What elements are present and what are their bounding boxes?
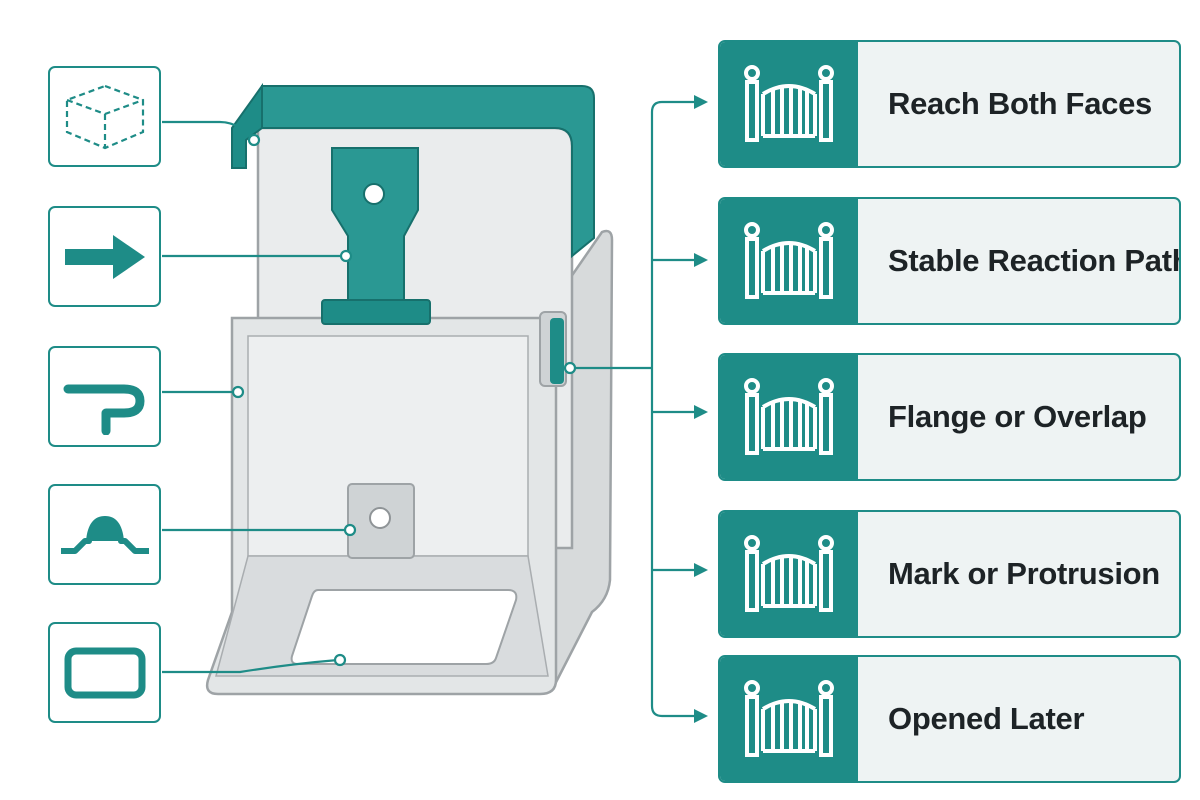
card-label: Reach Both Faces <box>888 86 1152 121</box>
card-label: Flange or Overlap <box>888 399 1147 434</box>
rectangle-opening-icon <box>48 622 161 723</box>
card-mark-or-protrusion: Mark or Protrusion <box>718 510 1181 638</box>
right-connector-arrowheads <box>694 95 708 723</box>
card-label: Stable Reaction Path <box>888 243 1181 278</box>
top-cap <box>231 82 595 259</box>
gate-icon <box>720 199 858 323</box>
gate-icon <box>720 512 858 636</box>
card-stable-reaction-path: Stable Reaction Path <box>718 197 1181 325</box>
card-flange-or-overlap: Flange or Overlap <box>718 353 1181 481</box>
card-reach-both-faces: Reach Both Faces <box>718 40 1181 168</box>
gate-icon <box>720 657 858 781</box>
left-callout-dots <box>231 133 357 667</box>
flange-profile-icon <box>48 346 161 447</box>
dashed-box-icon <box>48 66 161 167</box>
tab-callout-dot <box>563 361 577 375</box>
card-label: Mark or Protrusion <box>888 556 1160 591</box>
hanging-tab <box>321 147 431 325</box>
gate-icon <box>720 42 858 166</box>
right-connector-tree <box>572 100 698 718</box>
gate-icon <box>720 355 858 479</box>
card-label: Opened Later <box>888 701 1085 736</box>
arrow-right-icon <box>48 206 161 307</box>
card-opened-later: Opened Later <box>718 655 1181 783</box>
left-callout-lines <box>162 120 346 674</box>
inner-tab <box>347 483 415 559</box>
protrusion-profile-icon <box>48 484 161 585</box>
